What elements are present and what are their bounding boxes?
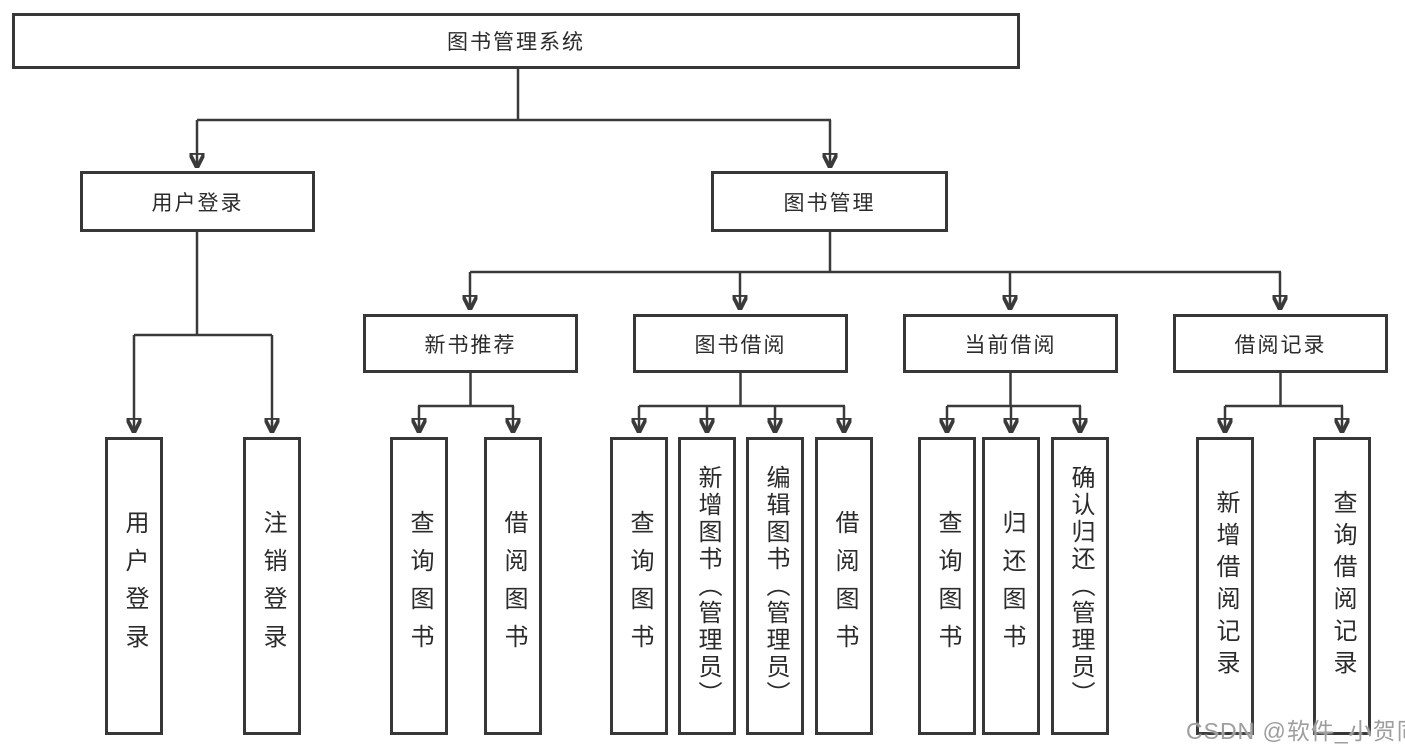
leaf-add-borrow-record: 新增借阅记录 (1196, 437, 1254, 735)
node-label: 查询图书 (934, 510, 961, 662)
node-label: 确认归还（管理员） (1067, 464, 1094, 708)
leaf-return-books: 归还图书 (982, 437, 1040, 735)
node-label: 图书管理 (783, 191, 876, 215)
leaf-confirm-return-admin: 确认归还（管理员） (1051, 437, 1109, 735)
node-book-borrowing: 图书借阅 (633, 314, 848, 373)
csdn-watermark: CSDN @软件_小贺同学 (1186, 718, 1405, 744)
node-label: 查询图书 (626, 510, 653, 662)
leaf-query-books-recommend: 查询图书 (390, 437, 448, 735)
leaf-borrow-books: 借阅图书 (815, 437, 873, 735)
node-label: 归还图书 (998, 510, 1025, 662)
node-book-management-branch: 图书管理 (711, 171, 948, 232)
node-label: 新增图书（管理员） (694, 464, 721, 708)
node-borrowing-records: 借阅记录 (1173, 314, 1388, 373)
leaf-query-borrow-record: 查询借阅记录 (1313, 437, 1371, 735)
node-label: 新书推荐 (424, 333, 517, 357)
leaf-add-book-admin: 新增图书（管理员） (678, 437, 736, 735)
leaf-logout: 注销登录 (243, 437, 301, 735)
leaf-borrow-books-recommend: 借阅图书 (484, 437, 542, 735)
node-label: 新增借阅记录 (1212, 490, 1239, 682)
node-label: 查询借阅记录 (1329, 490, 1356, 682)
node-label: 注销登录 (259, 510, 286, 662)
node-label: 用户登录 (151, 191, 244, 215)
node-label: 图书借阅 (694, 333, 787, 357)
node-label: 查询图书 (406, 510, 433, 662)
node-library-system: 图书管理系统 (12, 13, 1020, 69)
node-new-book-recommend: 新书推荐 (363, 314, 578, 373)
node-label: 借阅记录 (1234, 333, 1327, 357)
node-label: 借阅图书 (500, 510, 527, 662)
node-label: 图书管理系统 (447, 31, 585, 54)
node-current-borrowing: 当前借阅 (903, 314, 1118, 373)
node-label: 借阅图书 (831, 510, 858, 662)
node-user-login-branch: 用户登录 (80, 171, 315, 232)
node-label: 编辑图书（管理员） (762, 464, 789, 708)
leaf-query-books-borrow: 查询图书 (610, 437, 668, 735)
node-label: 用户登录 (121, 510, 148, 662)
leaf-edit-book-admin: 编辑图书（管理员） (746, 437, 804, 735)
leaf-query-books-current: 查询图书 (918, 437, 976, 735)
connector-buses (134, 69, 1343, 408)
leaf-user-login: 用户登录 (105, 437, 163, 735)
node-label: 当前借阅 (964, 333, 1057, 357)
